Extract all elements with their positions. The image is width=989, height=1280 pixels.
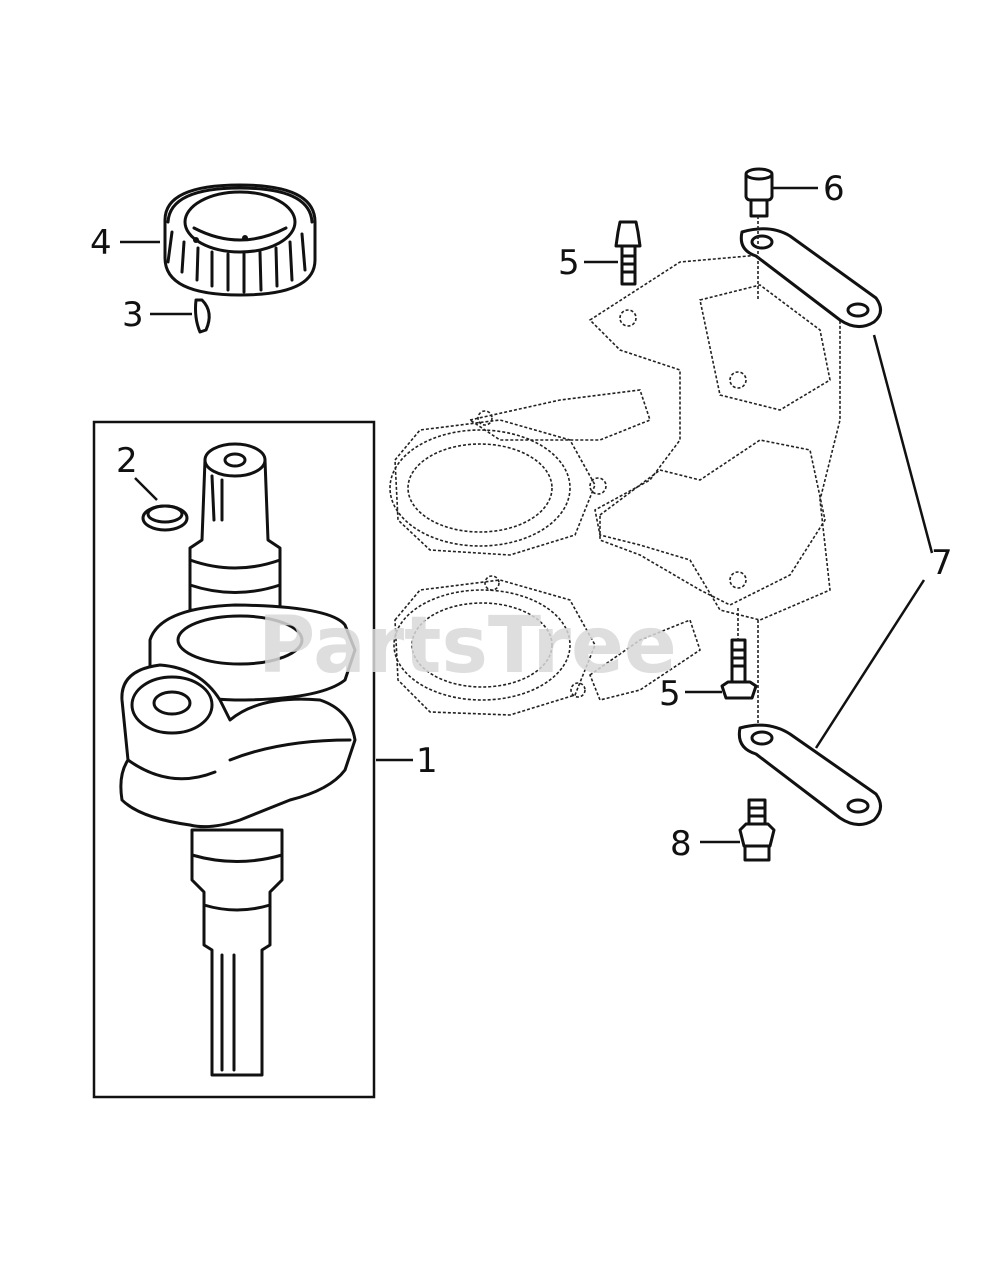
callout-1: 1 [416, 741, 438, 781]
crankshaft[interactable] [119, 442, 357, 1077]
crankcase-bracket-ghost [389, 254, 841, 716]
partstree-watermark: PartsTree [258, 601, 677, 691]
callout-4: 4 [90, 223, 112, 263]
seal-ring[interactable] [141, 504, 189, 532]
callout-8: 8 [670, 824, 692, 864]
leader-lines [120, 186, 934, 844]
bolt-lower[interactable] [720, 638, 758, 700]
callout-6: 6 [823, 169, 845, 209]
link-plate-upper[interactable] [739, 227, 882, 328]
flange-bolt[interactable] [738, 798, 776, 862]
callout-5-lower: 5 [659, 674, 681, 714]
bolt-upper[interactable] [614, 220, 642, 286]
callout-7: 7 [931, 543, 953, 583]
callout-5-upper: 5 [558, 243, 580, 283]
link-plate-lower[interactable] [737, 723, 882, 826]
callout-3: 3 [122, 295, 144, 335]
socket-head-screw[interactable] [744, 167, 774, 218]
crankshaft-kit-frame [92, 420, 376, 1099]
callout-2: 2 [116, 441, 138, 481]
woodruff-key[interactable] [194, 298, 211, 334]
crank-gear[interactable] [163, 183, 317, 297]
